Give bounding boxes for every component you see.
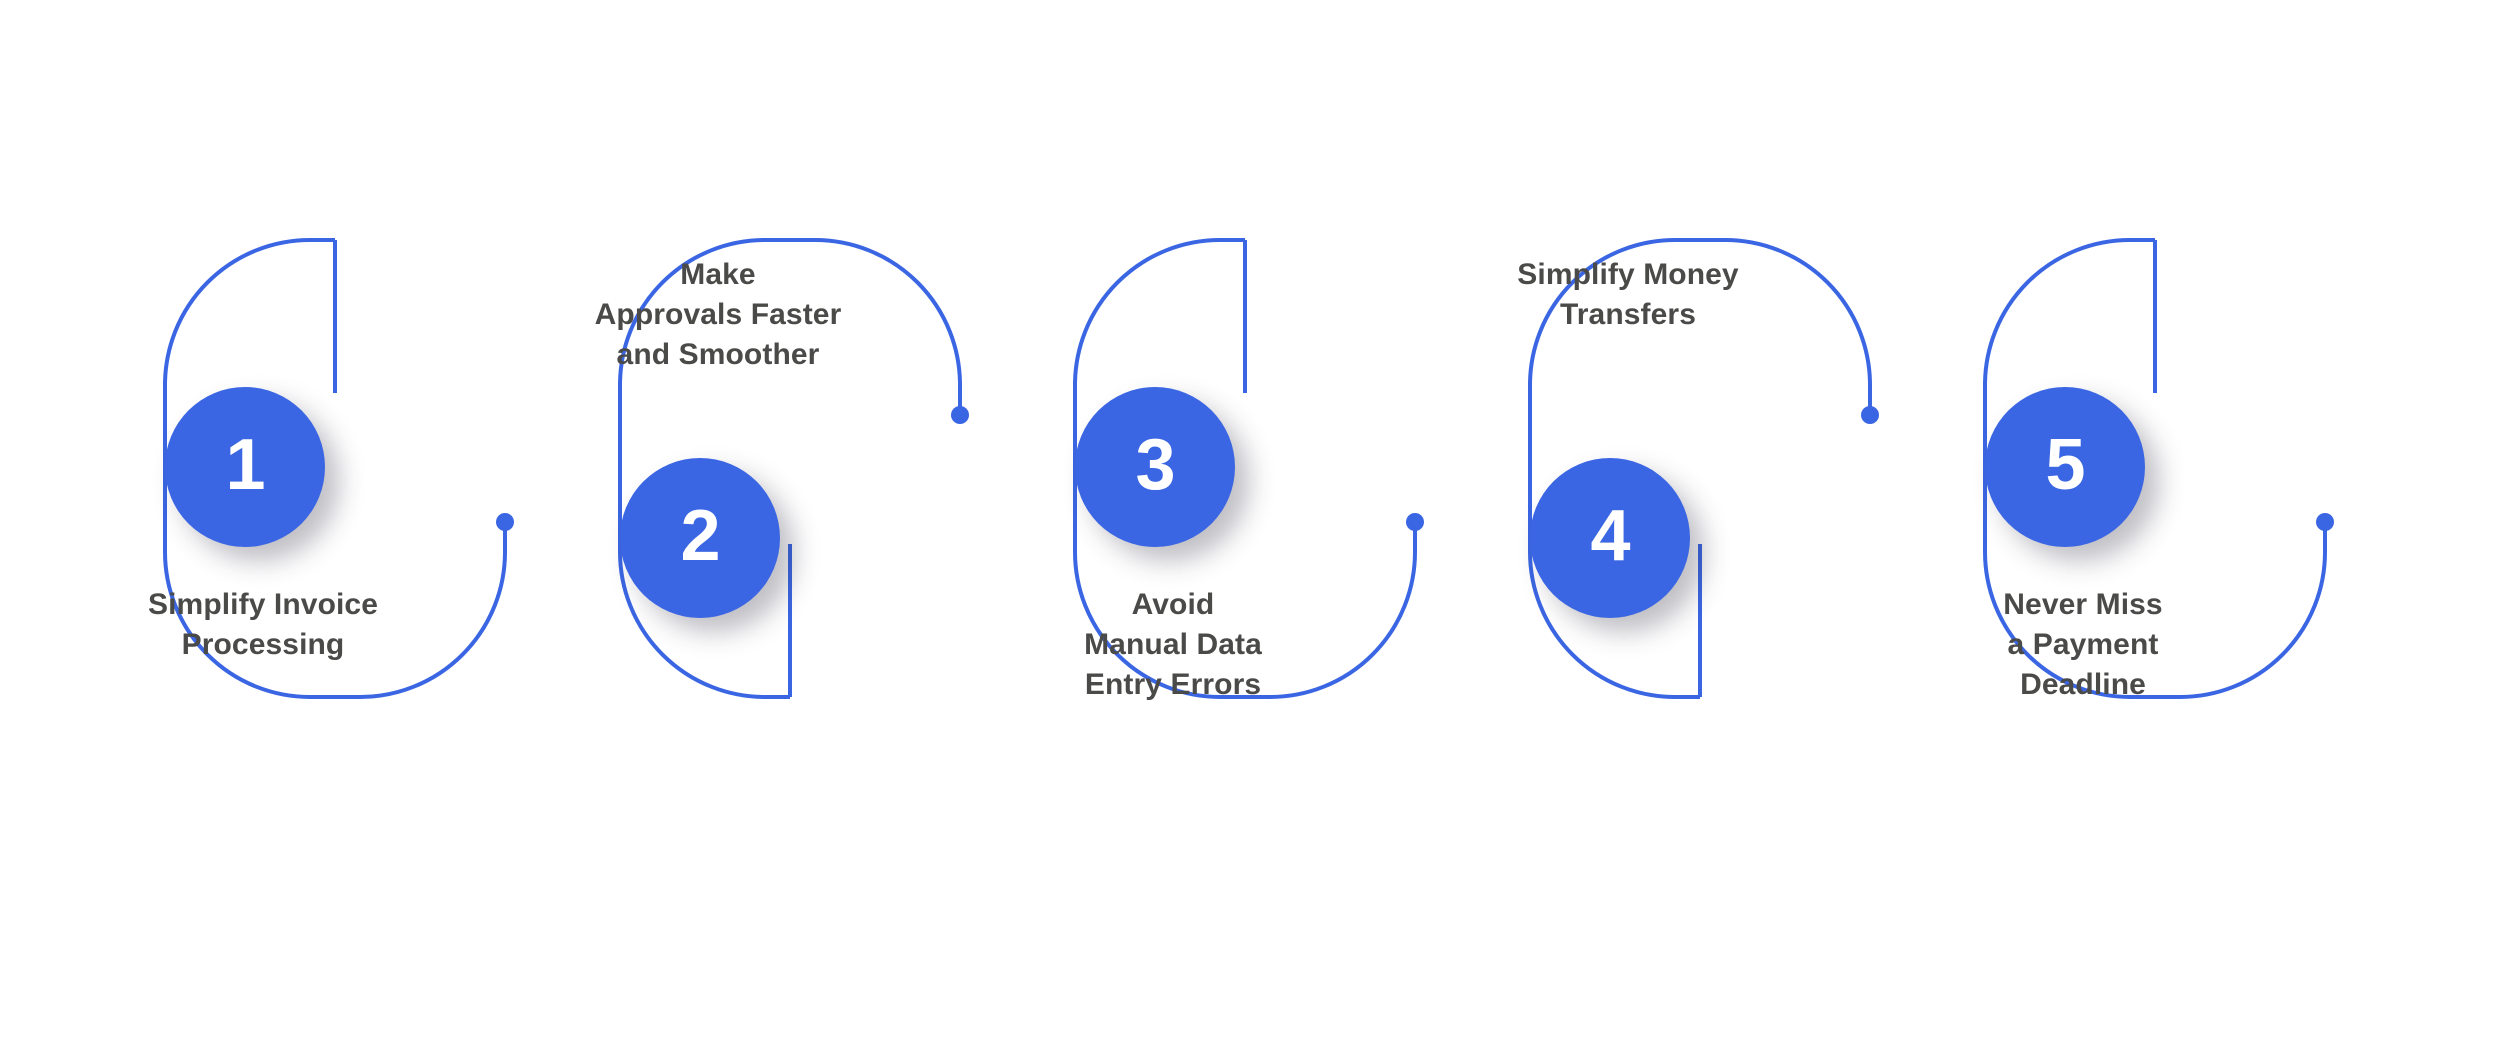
step-connector-2 xyxy=(618,238,969,699)
step-number-label: 1 xyxy=(225,425,265,505)
step-endpoint-dot xyxy=(951,406,969,424)
step-number-badge-3[interactable]: 3 xyxy=(1075,387,1235,547)
step-number-label: 3 xyxy=(1135,425,1175,505)
step-outline-path xyxy=(618,238,962,699)
step-number-badge-4[interactable]: 4 xyxy=(1530,458,1690,618)
step-endpoint-dot xyxy=(1406,513,1424,531)
step-endpoint-dot xyxy=(2316,513,2334,531)
step-caption-4: Simplify Money Transfers xyxy=(1517,258,1739,332)
step-connector-5 xyxy=(1983,238,2334,699)
step-number-badge-5[interactable]: 5 xyxy=(1985,387,2145,547)
step-endpoint-dot xyxy=(1861,406,1879,424)
step-number-label: 5 xyxy=(2045,425,2085,505)
step-caption-2: Make Approvals Faster and Smoother xyxy=(594,258,842,372)
step-number-label: 2 xyxy=(680,496,720,576)
step-number-badge-1[interactable]: 1 xyxy=(165,387,325,547)
step-connector-1 xyxy=(163,238,514,699)
step-connector-4 xyxy=(1528,238,1879,699)
step-caption-5: Never Miss a Payment Deadline xyxy=(2003,588,2163,702)
step-outline-path xyxy=(1983,238,2327,699)
step-outline-path xyxy=(1073,238,1417,699)
step-4[interactable]: 4 Simplify Money Transfers xyxy=(1435,0,1935,1043)
step-2[interactable]: 2 Make Approvals Faster and Smoother xyxy=(525,0,1025,1043)
step-caption-3: Avoid Manual Data Entry Errors xyxy=(1084,588,1262,702)
step-outline-path xyxy=(1528,238,1872,699)
step-outline-path xyxy=(163,238,507,699)
step-endpoint-dot xyxy=(496,513,514,531)
step-caption-1: Simplify Invoice Processing xyxy=(148,588,378,662)
step-connector-3 xyxy=(1073,238,1424,699)
step-number-badge-2[interactable]: 2 xyxy=(620,458,780,618)
step-number-label: 4 xyxy=(1590,496,1630,576)
